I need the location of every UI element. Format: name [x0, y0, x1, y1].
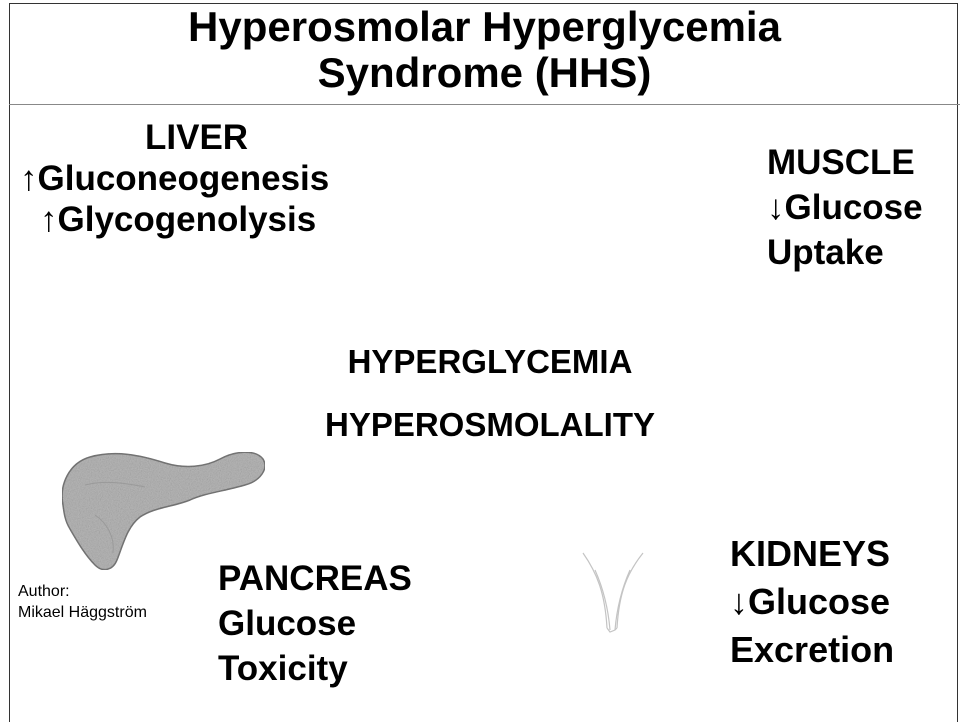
muscle-glucose: ↓Glucose — [767, 185, 923, 230]
liver-heading: LIVER — [20, 117, 329, 158]
kidneys-glucose: ↓Glucose — [730, 578, 894, 626]
title-line-1: Hyperosmolar Hyperglycemia — [9, 4, 960, 50]
muscle-block: MUSCLE ↓Glucose Uptake — [767, 140, 923, 275]
muscle-heading: MUSCLE — [767, 140, 923, 185]
pancreas-block: PANCREAS Glucose Toxicity — [218, 556, 412, 691]
muscle-uptake: Uptake — [767, 230, 923, 275]
liver-block: LIVER ↑Gluconeogenesis ↑Glycogenolysis — [20, 117, 329, 240]
kidneys-heading: KIDNEYS — [730, 530, 894, 578]
title-line-2: Syndrome (HHS) — [9, 50, 960, 96]
author-credit: Author: Mikael Häggström — [18, 581, 147, 623]
pancreas-heading: PANCREAS — [218, 556, 412, 601]
kidneys-excretion: Excretion — [730, 626, 894, 674]
upward-arrows-icon — [575, 548, 650, 638]
liver-gluconeogenesis: ↑Gluconeogenesis — [20, 158, 329, 199]
pancreas-toxicity: Toxicity — [218, 646, 412, 691]
kidneys-block: KIDNEYS ↓Glucose Excretion — [730, 530, 894, 674]
author-label: Author: — [18, 581, 147, 602]
hyperglycemia-label: HYPERGLYCEMIA — [250, 343, 730, 381]
slide-title: Hyperosmolar Hyperglycemia Syndrome (HHS… — [9, 4, 960, 96]
author-name: Mikael Häggström — [18, 602, 147, 623]
hyperosmolality-label: HYPEROSMOLALITY — [250, 406, 730, 444]
title-divider — [9, 104, 960, 105]
liver-glycogenolysis: ↑Glycogenolysis — [20, 199, 329, 240]
pancreas-glucose: Glucose — [218, 601, 412, 646]
